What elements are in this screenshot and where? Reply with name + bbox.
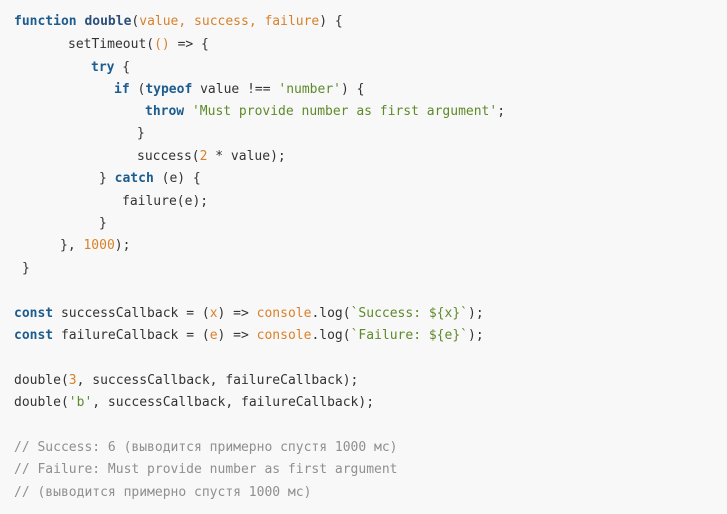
- code-token-plain: .log(: [311, 328, 351, 343]
- code-token-kw: if: [114, 82, 130, 97]
- code-token-comment: // (выводится примерно спустя 1000 мс): [14, 485, 312, 500]
- code-line: } catch (e) {: [99, 170, 201, 188]
- code-token-comment: // Success: 6 (выводится примерно спустя…: [14, 440, 398, 455]
- code-token-num: 1000: [83, 238, 115, 253]
- code-line: try {: [91, 59, 130, 77]
- code-token-plain: (e) {: [153, 171, 201, 186]
- code-token-call: console: [256, 328, 312, 343]
- code-token-str: `Failure: ${e}`: [350, 328, 468, 343]
- code-token-plain: , successCallback, failureCallback);: [76, 373, 359, 388]
- code-token-plain: successCallback = (: [53, 306, 210, 321]
- code-token-plain: );: [468, 306, 484, 321]
- code-line: double('b', successCallback, failureCall…: [14, 394, 374, 412]
- code-token-plain: double(: [14, 395, 69, 410]
- code-token-kw: throw: [145, 104, 185, 119]
- code-line: failure(e);: [122, 193, 208, 211]
- code-token-plain: ) =>: [217, 328, 257, 343]
- code-line: }: [99, 215, 107, 233]
- code-token-plain: {: [114, 60, 131, 75]
- code-token-str: 'number': [278, 82, 341, 97]
- code-token-str: 'b': [68, 395, 93, 410]
- code-token-plain: }: [22, 261, 30, 276]
- code-line: const failureCallback = (e) => console.l…: [14, 327, 484, 345]
- code-token-plain: setTimeout(: [68, 37, 155, 52]
- code-token-kw: function: [14, 14, 77, 29]
- code-token-plain: );: [114, 238, 131, 253]
- code-token-plain: double(: [14, 373, 69, 388]
- code-token-str: 'Must provide number as first argument': [191, 104, 498, 119]
- code-line: }: [22, 260, 30, 278]
- code-line: double(3, successCallback, failureCallba…: [14, 372, 358, 390]
- code-token-num: 2: [199, 149, 208, 164]
- code-line: }: [137, 125, 145, 143]
- code-line: if (typeof value !== 'number') {: [114, 81, 364, 99]
- code-token-plain: failureCallback = (: [53, 328, 210, 343]
- code-token-kw: const: [14, 306, 54, 321]
- code-token-kw: catch: [114, 171, 154, 186]
- code-token-comment: // Failure: Must provide number as first…: [14, 462, 398, 477]
- code-line: // Failure: Must provide number as first…: [14, 461, 398, 479]
- code-token-plain: );: [468, 328, 484, 343]
- code-token-plain: }: [99, 171, 115, 186]
- code-line: // (выводится примерно спустя 1000 мс): [14, 484, 311, 502]
- code-line: success(2 * value);: [137, 148, 286, 166]
- code-line: }, 1000);: [60, 237, 130, 255]
- code-token-plain: , successCallback, failureCallback);: [92, 395, 375, 410]
- code-token-fn: double: [84, 14, 132, 29]
- code-token-plain: ;: [497, 104, 506, 119]
- code-token-plain: => {: [169, 37, 209, 52]
- code-line: function double(value, success, failure)…: [14, 13, 343, 31]
- code-token-kw: const: [14, 328, 54, 343]
- code-token-plain: ) =>: [217, 306, 257, 321]
- code-token-kw: typeof: [145, 82, 193, 97]
- code-token-plain: ) {: [319, 14, 343, 29]
- code-token-plain: ) {: [341, 82, 365, 97]
- code-token-plain: failure(e);: [122, 194, 209, 209]
- code-token-param: value, success, failure: [139, 14, 320, 29]
- code-token-param: (): [154, 37, 170, 52]
- code-token-plain: * value);: [207, 149, 286, 164]
- code-token-plain: }: [99, 216, 107, 231]
- code-line: const successCallback = (x) => console.l…: [14, 305, 484, 323]
- code-token-plain: (: [131, 14, 140, 29]
- code-token-plain: value !==: [192, 82, 279, 97]
- code-token-str: `Success: ${x}`: [350, 306, 468, 321]
- code-line: setTimeout(() => {: [68, 36, 209, 54]
- code-token-param: x: [209, 306, 218, 321]
- code-token-num: 3: [68, 373, 77, 388]
- code-token-plain: success(: [137, 149, 200, 164]
- code-line: throw 'Must provide number as first argu…: [145, 103, 505, 121]
- code-token-plain: },: [60, 238, 84, 253]
- code-line: // Success: 6 (выводится примерно спустя…: [14, 439, 398, 457]
- code-token-plain: }: [137, 126, 145, 141]
- code-token-plain: [184, 104, 192, 119]
- code-token-param: e: [209, 328, 218, 343]
- code-token-plain: .log(: [311, 306, 351, 321]
- code-token-call: console: [256, 306, 312, 321]
- code-token-plain: (: [129, 82, 146, 97]
- code-token-kw: try: [91, 60, 115, 75]
